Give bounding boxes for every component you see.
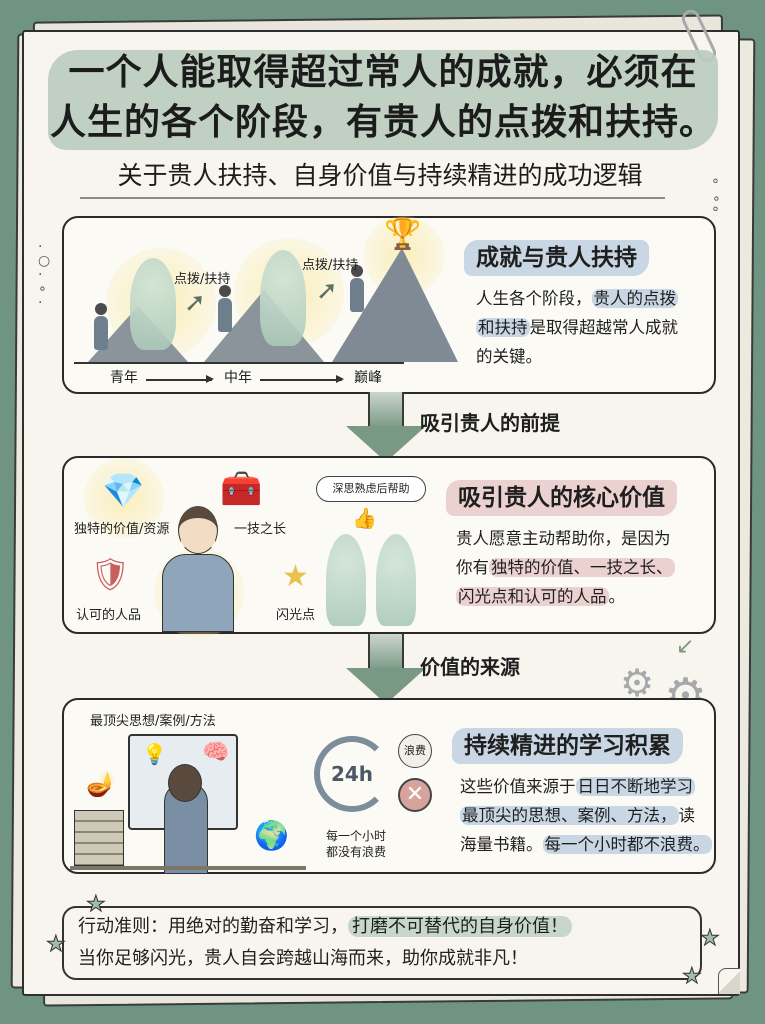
trophy-icon: 🏆	[384, 217, 422, 252]
panel1-heading: 成就与贵人扶持	[464, 240, 649, 276]
mentor-figure-icon	[376, 534, 416, 626]
body-highlight: 贵人的点拨	[591, 289, 678, 308]
stage-peak: 巅峰	[354, 370, 382, 386]
action-principle: 行动准则：用绝对的勤奋和学习，打磨不可替代的自身价值！ 当你足够闪光，贵人自会跨…	[62, 896, 712, 986]
caption-line-2: 都没有浪费	[326, 845, 387, 859]
decorative-bubbles-icon: ·○·∘·	[38, 239, 51, 311]
item-highlight-label: 闪光点	[276, 608, 316, 623]
help-label-1: 点拨/扶持	[174, 272, 231, 287]
timeline-arrow	[260, 376, 344, 382]
curved-arrow-icon: ↙	[676, 634, 695, 659]
body-highlight: 每一个小时都不浪费。	[542, 835, 712, 854]
arrow-stem	[368, 392, 404, 428]
body-text: 是取得超越常人成就	[529, 318, 679, 337]
body-text: 读	[678, 806, 696, 825]
body-text: 海量书籍。	[460, 835, 543, 854]
desk	[70, 866, 306, 870]
heart-shield-icon: 🛡	[90, 555, 131, 593]
diamond-icon: 💎	[102, 471, 145, 511]
body-text: 贵人愿意主动帮助你，是因为	[456, 529, 671, 548]
curved-arrow-icon: ➚	[184, 288, 206, 318]
body-text: 你有	[456, 558, 489, 577]
body-highlight: 日日不断地学习	[575, 777, 695, 796]
thumbs-up-icon: 👍	[352, 506, 377, 530]
desk-lamp-icon: 🪔	[86, 770, 116, 798]
connector-label-source: 价值的来源	[420, 655, 520, 679]
books-icon	[74, 810, 124, 866]
person-head-icon	[168, 764, 202, 802]
footer-frame	[62, 906, 702, 980]
panel1-body: 人生各个阶段，贵人的点拨和扶持是取得超越常人成就的关键。	[476, 284, 708, 371]
page-subtitle: 关于贵人扶持、自身价值与持续精进的成功逻辑	[117, 161, 643, 190]
panel-achievement-mentor: 🏆 点拨/扶持 点拨/扶持 ➚ ➚ 青年 中年 巅峰 成就与贵人扶持 人生各个阶…	[62, 216, 716, 394]
stage-youth: 青年	[110, 370, 138, 386]
climber-icon	[350, 265, 364, 312]
clock-caption: 每一个小时都没有浪费	[326, 828, 386, 860]
brain-icon: 🧠	[202, 740, 230, 765]
climber-icon	[94, 303, 108, 350]
mentor-figure-icon	[260, 250, 306, 346]
toolbox-icon: 🧰	[220, 469, 263, 509]
body-text: 人生各个阶段，	[476, 289, 592, 308]
clock-text: 24h	[330, 762, 374, 786]
glow	[84, 458, 164, 538]
panel-learning: 最顶尖思想/案例/方法 💡 🧠 🪔 🌍 24h 浪费 ✕ 每一个小时都没有浪费 …	[62, 698, 716, 874]
clock-cycle-icon	[314, 736, 390, 812]
star-icon: ★	[682, 964, 703, 989]
down-arrow-icon	[346, 392, 426, 462]
item-unique-value-label: 独特的价值/资源	[74, 522, 170, 537]
timeline-arrow	[146, 376, 214, 382]
item-character-label: 认可的人品	[76, 608, 142, 623]
waste-badge: 浪费	[398, 734, 432, 768]
panel3-heading: 持续精进的学习积累	[452, 728, 683, 764]
footer-line-1: 行动准则：用绝对的勤奋和学习，打磨不可替代的自身价值！	[78, 912, 572, 942]
star-icon: ★	[700, 926, 721, 951]
panel2-heading: 吸引贵人的核心价值	[446, 480, 677, 516]
help-label-2: 点拨/扶持	[302, 258, 359, 273]
gear-icon: ⚙	[620, 661, 655, 705]
title-line-2: 人生的各个阶段，有贵人的点拨和扶持。	[49, 102, 716, 143]
curved-arrow-icon: ➚	[316, 276, 338, 306]
body-highlight: 闪光点和认可的人品	[456, 587, 609, 606]
title-highlight	[48, 50, 718, 150]
connector-label-premise: 吸引贵人的前提	[420, 411, 560, 435]
footer-highlight: 打磨不可替代的自身价值！	[348, 916, 572, 937]
title-line-1: 一个人能取得超过常人的成就，必须在	[68, 52, 698, 93]
arrow-stem	[368, 634, 404, 670]
body-highlight: 最顶尖的思想、案例、方法，	[460, 806, 679, 825]
body-text: 的关键。	[476, 347, 542, 366]
panel-core-value: 💎 独特的价值/资源 🧰 一技之长 🛡 认可的人品 ★ 闪光点 深思熟虑后帮助 …	[62, 456, 716, 638]
climber-icon	[218, 285, 232, 332]
person-body-icon	[162, 554, 234, 632]
panel3-body: 这些价值来源于日日不断地学习最顶尖的思想、案例、方法，读海量书籍。每一个小时都不…	[460, 772, 716, 859]
lightbulb-icon: 💡	[142, 742, 167, 766]
panel2-body: 贵人愿意主动帮助你，是因为你有独特的价值、一技之长、闪光点和认可的人品。	[456, 524, 712, 611]
ground-line	[74, 362, 404, 364]
screen-label: 最顶尖思想/案例/方法	[90, 714, 216, 729]
item-skill-label: 一技之长	[234, 522, 287, 537]
body-text: 这些价值来源于	[460, 777, 576, 796]
speech-bubble: 深思熟虑后帮助	[316, 476, 426, 502]
caption-line-1: 每一个小时	[326, 829, 387, 843]
mentor-figure-icon	[326, 534, 366, 626]
globe-icon: 🌍	[254, 819, 289, 852]
decorative-dots-icon: °∘°	[712, 177, 721, 221]
star-icon: ★	[46, 932, 67, 957]
star-icon: ★	[86, 892, 107, 917]
body-highlight: 独特的价值、一技之长、	[489, 558, 675, 577]
page-curl	[718, 968, 740, 994]
body-text: 。	[608, 587, 626, 606]
stage-middle-age: 中年	[224, 370, 252, 386]
footer-line-2: 当你足够闪光，贵人自会跨越山海而来，助你成就非凡！	[78, 948, 528, 969]
footer-text: 行动准则：用绝对的勤奋和学习，	[78, 916, 348, 937]
mentor-figure-icon	[130, 258, 176, 350]
person-head-icon	[178, 506, 218, 554]
body-highlight: 和扶持	[476, 318, 530, 337]
down-arrow-icon	[346, 634, 426, 704]
page-title: 一个人能取得超过常人的成就，必须在 人生的各个阶段，有贵人的点拨和扶持。	[42, 44, 724, 152]
star-icon: ★	[282, 559, 309, 594]
no-waste-icon: ✕	[398, 778, 432, 812]
subtitle-underline	[80, 197, 665, 199]
